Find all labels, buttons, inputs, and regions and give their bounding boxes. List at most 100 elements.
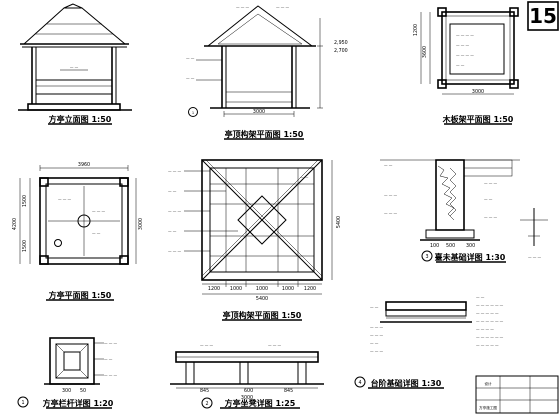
svg-text:— — — — —: — — — — — (476, 343, 499, 347)
foundation-detail: — — — — — — — — — — — — — — — — 100 500 … (380, 159, 548, 263)
svg-text:— — —: — — — (236, 5, 249, 9)
svg-text:— — — — —: — — — — — (476, 311, 499, 315)
title-project-label: 设计 (484, 381, 492, 386)
dim-plan-3000: 3000 (138, 218, 144, 230)
railing-detail: — — — — — — — — 300 50 1 方亭栏杆详图 1:20 (17, 337, 117, 409)
dim-rf-1200a: 1200 (208, 286, 220, 292)
notes-block: — — — — — — — — — — — — — — — — — — — — … (476, 295, 504, 347)
caption-foundation: 臺未基础详图 1:30 (435, 252, 506, 262)
caption-wood-frame: 木板架平面图 1:50 (442, 114, 514, 124)
svg-text:— — —: — — — (200, 343, 213, 347)
title-block: 设计 方亭施工图 (475, 375, 559, 414)
svg-text:— —: — — (92, 231, 101, 235)
svg-text:— —: — — (168, 229, 177, 233)
svg-text:— —: — — (476, 295, 485, 299)
caption-step: 台阶基础详图 1:30 (371, 378, 442, 388)
svg-text:— — — —: — — — — (476, 327, 494, 331)
pavilion-elevation: — — 方亭立面图 1:50 (18, 3, 132, 125)
dim-bench-845a: 845 (200, 388, 209, 394)
dim-rf-1000b: 1000 (256, 286, 268, 292)
svg-text:— —: — — (370, 305, 379, 309)
dim-plan-3960: 3960 (78, 162, 90, 168)
caption-railing: 方亭栏杆详图 1:20 (43, 398, 114, 408)
wood-frame-elevation: — — — — — — — — — — — — — 3600 1200 3000… (413, 7, 519, 125)
svg-text:— —: — — (104, 357, 113, 361)
caption-bench: 方亭坐凳详图 1:25 (225, 398, 296, 408)
svg-text:— —: — — (456, 63, 465, 67)
svg-text:— — —: — — — (370, 349, 383, 353)
svg-text:— — —: — — — (370, 333, 383, 337)
svg-text:4: 4 (358, 380, 361, 386)
dim-rf-1000c: 1000 (282, 286, 294, 292)
svg-text:— — — —: — — — — (456, 33, 474, 37)
callout-1 (188, 107, 198, 117)
dim-plan-1500a: 1500 (22, 195, 28, 207)
svg-text:— —: — — (370, 341, 379, 345)
svg-text:1: 1 (21, 400, 24, 406)
dim-fd-500: 500 (446, 243, 455, 249)
dim-plan-1500b: 1500 (22, 240, 28, 252)
dim-fd-300: 300 (466, 243, 475, 249)
svg-text:2: 2 (205, 401, 208, 407)
svg-text:— — — — — —: — — — — — — (476, 335, 504, 339)
svg-text:1: 1 (192, 111, 194, 115)
dim-wood-3000: 3000 (472, 89, 484, 95)
svg-text:— — —: — — — (484, 215, 497, 219)
callout-2 (201, 397, 213, 409)
svg-text:— — —: — — — (168, 169, 181, 173)
svg-text:— — — — — —: — — — — — — (476, 319, 504, 323)
svg-text:— — —: — — — (268, 343, 281, 347)
dim-rf-5400v: 5400 (336, 216, 342, 228)
svg-text:— — —: — — — (384, 193, 397, 197)
dim-plan-4200: 4200 (12, 218, 18, 230)
dim-rf-1000a: 1000 (230, 286, 242, 292)
sheet-number: 15 (529, 4, 557, 28)
svg-text:— —: — — (168, 189, 177, 193)
svg-text:— — —: — — — (104, 341, 117, 345)
svg-text:— — —: — — — (484, 181, 497, 185)
svg-text:— — — —: — — — — (456, 53, 474, 57)
pavilion-plan: — — — — — — — — 3960 4200 1500 1500 3000… (12, 162, 144, 301)
dim-fd-100: 100 (430, 243, 439, 249)
dim-bench-3000: 3000 (241, 395, 253, 401)
caption-plan: 方亭平面图 1:50 (49, 290, 112, 300)
step-detail: — — — — — — — — — — — — — 4 台阶基础详图 1:30 (354, 301, 472, 389)
caption-roof-frame-section: 亭顶构架平面图 1:50 (225, 129, 304, 139)
svg-text:— — —: — — — (92, 209, 105, 213)
svg-text:— —: — — (484, 197, 493, 201)
svg-text:— —: — — (300, 175, 309, 179)
caption-elevation: 方亭立面图 1:50 (49, 114, 112, 124)
callout-3 (421, 250, 433, 262)
caption-roof-frame-plan: 亭顶构架平面图 1:50 (223, 310, 302, 320)
svg-text:— — —: — — — (168, 249, 181, 253)
svg-text:— — —: — — — (276, 5, 289, 9)
dim-rf-1200b: 1200 (304, 286, 316, 292)
svg-text:— —: — — (186, 56, 195, 60)
dim-bench-600: 600 (244, 388, 253, 394)
bench-detail: — — — — — — 845 600 845 3000 2 方亭坐凳详图 1:… (170, 343, 324, 409)
svg-text:— —: — — (384, 163, 393, 167)
dim-rf-5400: 5400 (256, 296, 268, 302)
dim-sec-2950: 2,950 (334, 40, 348, 46)
svg-text:— — —: — — — (104, 373, 117, 377)
svg-text:— — —: — — — (58, 197, 71, 201)
svg-text:— — —: — — — (168, 209, 181, 213)
callout-4 (354, 376, 366, 388)
callout-1b (17, 396, 29, 408)
roof-frame-plan: — — — — — — — — — — — — — — — 5400 1200 … (168, 159, 342, 321)
dim-rail-50: 50 (80, 388, 86, 394)
dim-wood-3600: 3600 (422, 46, 428, 58)
dim-sec-3000: 3000 (253, 109, 265, 115)
dim-bench-845b: 845 (284, 388, 293, 394)
svg-text:— — — — — —: — — — — — — (476, 303, 504, 307)
dim-sec-2700: 2,700 (334, 48, 348, 54)
svg-text:— —: — — (70, 65, 79, 69)
svg-text:— —: — — (186, 76, 195, 80)
sheet-number-box: 15 (527, 1, 559, 31)
svg-text:— — —: — — — (370, 325, 383, 329)
title-drawing-label: 方亭施工图 (479, 405, 497, 410)
dim-wood-1200: 1200 (413, 24, 419, 36)
svg-text:— — —: — — — (384, 211, 397, 215)
svg-text:— — —: — — — (456, 43, 469, 47)
